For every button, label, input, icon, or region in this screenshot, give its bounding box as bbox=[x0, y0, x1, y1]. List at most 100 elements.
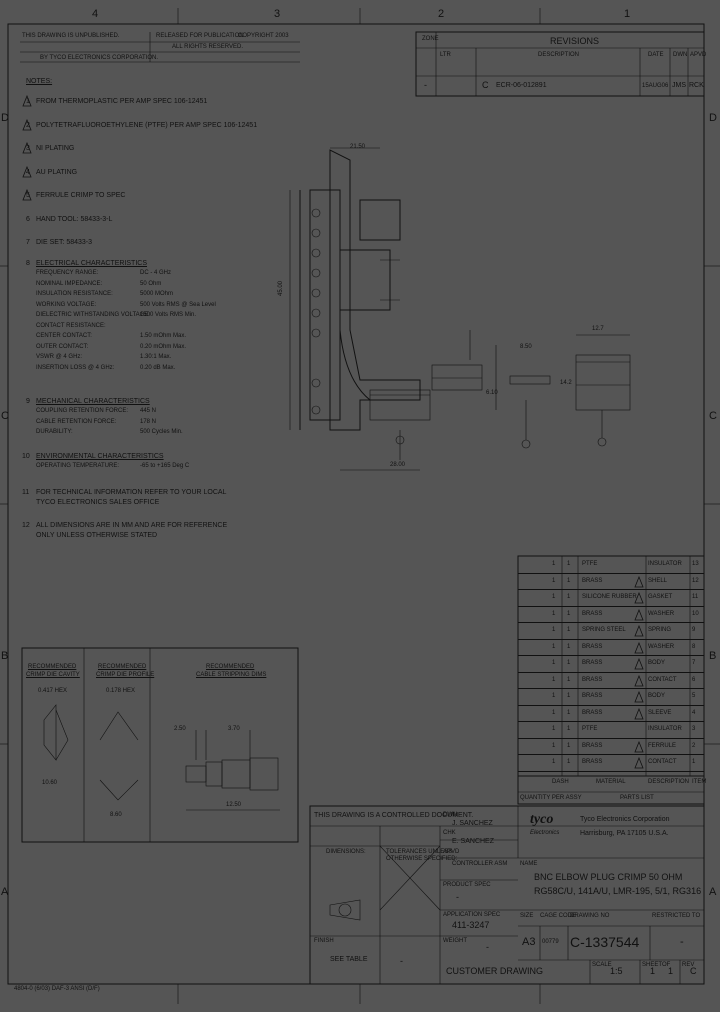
bom-qty: 1 bbox=[552, 759, 556, 765]
revisions-row-desc: ECR-06-012891 bbox=[496, 82, 547, 89]
strip-panel-frame bbox=[21, 647, 299, 843]
tb-dwg-no-value: C-1337544 bbox=[570, 934, 640, 950]
crimp-cavity-hex bbox=[43, 704, 69, 761]
tb-scale-value: 1:5 bbox=[610, 966, 623, 976]
note-text: NI PLATING bbox=[36, 145, 75, 152]
tb-rev-label: REV bbox=[682, 962, 695, 968]
bom-row-divider bbox=[518, 572, 704, 574]
strip-col1-title-2: CRIMP DIE CAVITY bbox=[26, 672, 80, 678]
bom-material: BRASS bbox=[582, 610, 603, 617]
bom-dash: 1 bbox=[567, 759, 571, 765]
note-11-line1: FOR TECHNICAL INFORMATION REFER TO YOUR … bbox=[36, 489, 227, 496]
bom-qty: 1 bbox=[552, 610, 556, 617]
bom-dash: 1 bbox=[567, 693, 571, 699]
bom-item: 3 bbox=[692, 726, 696, 732]
note-12-line2: ONLY UNLESS OTHERWISE STATED bbox=[36, 532, 158, 539]
note-text: POLYTETRAFLUOROETHYLENE (PTFE) PER AMP S… bbox=[36, 121, 258, 129]
bom-item: 11 bbox=[692, 594, 699, 600]
bom-qty: 1 bbox=[552, 561, 556, 567]
tb-title-1: BNC ELBOW PLUG CRIMP 50 OHM bbox=[534, 872, 683, 882]
bom-item: 7 bbox=[692, 660, 696, 666]
spec-label: OUTER CONTACT: bbox=[36, 343, 89, 350]
bom-desc: CONTACT bbox=[648, 676, 677, 683]
strip-col1-sub: 0.417 HEX bbox=[38, 688, 68, 694]
company-line: BY TYCO ELECTRONICS CORPORATION. bbox=[40, 55, 159, 61]
tb-tolerances-2: OTHERWISE SPECIFIED: bbox=[386, 856, 458, 862]
bom-footer-dash: DASH bbox=[552, 779, 569, 785]
bom-qty: 1 bbox=[552, 676, 556, 683]
note-text: AU PLATING bbox=[36, 168, 78, 176]
strip-col1-title-1: RECOMMENDED bbox=[28, 664, 77, 670]
bom-material: PTFE bbox=[582, 726, 598, 732]
bom-qty: 1 bbox=[552, 643, 556, 650]
tb-dwn-value: J. SANCHEZ bbox=[452, 820, 493, 827]
bom-flag-icon bbox=[634, 707, 644, 719]
bom-flag-icon bbox=[634, 575, 644, 587]
bom-item: 12 bbox=[692, 577, 699, 584]
bom-flag-icon bbox=[634, 641, 644, 653]
bom-dash: 1 bbox=[567, 742, 571, 749]
bom-item: 8 bbox=[692, 643, 696, 650]
spec-value: 0.20 dB Max. bbox=[140, 364, 176, 371]
tb-cage-label: CAGE CODE bbox=[540, 913, 577, 919]
revisions-row-ltr: C bbox=[482, 80, 489, 90]
tb-of-label: OF bbox=[662, 962, 671, 968]
strip-col3-title-1: RECOMMENDED bbox=[206, 664, 255, 670]
tb-chk-value: E. SANCHEZ bbox=[452, 838, 495, 845]
bom-desc: INSULATOR bbox=[648, 726, 682, 732]
spec-value: DC - 4 GHz bbox=[140, 270, 172, 276]
revisions-col-zone: ZONE bbox=[422, 36, 439, 42]
bom-item: 13 bbox=[692, 561, 699, 567]
zone-d-right: D bbox=[709, 112, 717, 124]
tb-sheet-value: 1 bbox=[650, 966, 656, 976]
bom-flag-icon bbox=[634, 691, 644, 703]
bom-item: 2 bbox=[692, 742, 696, 749]
bom-flag-icon bbox=[634, 592, 644, 604]
bom-dash: 1 bbox=[567, 561, 571, 567]
zone-4-top: 4 bbox=[92, 8, 99, 20]
bom-row-divider bbox=[518, 671, 704, 673]
revisions-row-zone: - bbox=[424, 80, 427, 90]
note-text: DIE SET: 58433-3 bbox=[36, 239, 93, 246]
revisions-row-apvd: RCK bbox=[689, 82, 704, 89]
note-flag-icon bbox=[22, 95, 32, 107]
strip-dim-a: 2.50 bbox=[174, 726, 186, 732]
spec-label: DURABILITY: bbox=[36, 429, 73, 435]
tb-prod-spec-label: PRODUCT SPEC bbox=[443, 882, 491, 888]
dim-body-dia: 14.2 bbox=[560, 380, 572, 386]
note-number: 2 bbox=[26, 121, 30, 129]
bom-desc: BODY bbox=[648, 693, 666, 699]
bom-dash: 1 bbox=[567, 660, 571, 666]
connector-section-view bbox=[289, 147, 431, 471]
tb-appvd-label: APVD bbox=[443, 849, 460, 855]
cable-strip-detail bbox=[185, 730, 280, 811]
spec-label: CABLE RETENTION FORCE: bbox=[36, 418, 117, 425]
bom-dash: 1 bbox=[567, 726, 571, 732]
bom-qty: 1 bbox=[552, 742, 556, 749]
tb-dimensions-label: DIMENSIONS: bbox=[326, 849, 366, 855]
revisions-col-desc: DESCRIPTION bbox=[538, 52, 580, 58]
tb-restricted-value: - bbox=[680, 936, 684, 948]
tb-restricted-label: RESTRICTED TO bbox=[652, 913, 701, 919]
spec-label: WORKING VOLTAGE: bbox=[36, 301, 97, 308]
revisions-col-dwn: DWN bbox=[673, 52, 688, 58]
revisions-title: REVISIONS bbox=[550, 36, 600, 46]
bom-dash: 1 bbox=[567, 594, 571, 600]
zone-b-left: B bbox=[1, 650, 9, 662]
tb-app-spec-value: 411-3247 bbox=[452, 920, 490, 930]
tyco-logo: tyco bbox=[530, 812, 554, 827]
notes-title: NOTES: bbox=[26, 78, 53, 85]
bom-qty: 1 bbox=[552, 709, 556, 716]
note-text: FERRULE CRIMP TO SPEC bbox=[36, 192, 126, 199]
tb-prod-spec-value: - bbox=[456, 892, 459, 902]
tb-sheet-label: SHEET bbox=[642, 962, 663, 968]
bom-desc: SLEEVE bbox=[648, 709, 672, 716]
copyright-year: COPYRIGHT 2003 bbox=[238, 33, 289, 39]
tb-cage-value: 00779 bbox=[542, 939, 559, 945]
bom-desc: INSULATOR bbox=[648, 561, 682, 567]
bom-dash: 1 bbox=[567, 627, 571, 633]
bom-material: PTFE bbox=[582, 561, 598, 567]
spec-label: CONTACT RESISTANCE: bbox=[36, 322, 106, 329]
tb-size-value: A3 bbox=[522, 936, 536, 948]
dim-cable-dia: 6.10 bbox=[486, 390, 498, 396]
